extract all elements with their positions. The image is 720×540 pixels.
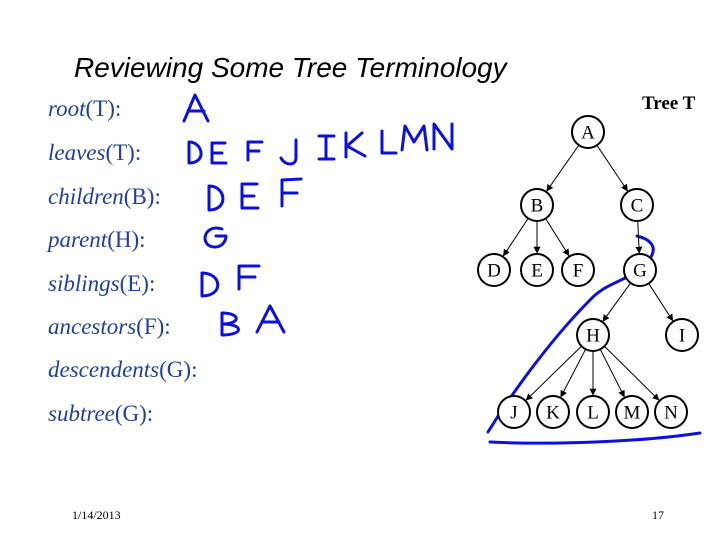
term-name: root <box>48 96 86 121</box>
term-parent: parent(H): <box>48 227 146 253</box>
term-ancestors: ancestors(F): <box>48 314 171 340</box>
tree-node-h: H <box>576 318 610 352</box>
tree-node-circle <box>654 395 688 429</box>
term-name: leaves <box>48 140 106 165</box>
ink-annotation-root <box>182 93 210 123</box>
tree-node-d: D <box>477 253 511 287</box>
term-arg: (B): <box>123 184 161 209</box>
tree-node-j: J <box>497 395 531 429</box>
tree-edge-c-g <box>635 220 643 254</box>
tree-node-b: B <box>520 188 554 222</box>
tree-edge-b-f <box>545 218 570 257</box>
tree-node-a: A <box>571 115 605 149</box>
tree-node-circle <box>576 395 610 429</box>
tree-node-circle <box>520 188 554 222</box>
tree-edge-h-m <box>599 349 625 398</box>
tree-title: Tree T <box>642 93 696 114</box>
tree-node-label: L <box>587 403 599 424</box>
term-name: descendents <box>48 357 160 382</box>
term-name: children <box>48 184 124 209</box>
tree-node-label: G <box>633 261 647 282</box>
tree-node-m: M <box>615 395 649 429</box>
ink-annotation-parent <box>203 226 228 249</box>
tree-node-label: D <box>487 261 501 282</box>
ink-annotation-ancestors <box>220 304 286 337</box>
footer-date: 1/14/2013 <box>72 508 121 522</box>
tree-node-k: K <box>536 395 570 429</box>
slide-title: Reviewing Some Tree Terminology <box>74 52 507 83</box>
term-arg: (H): <box>107 227 146 252</box>
tree-node-circle <box>477 253 511 287</box>
tree-edge-h-k <box>560 348 587 398</box>
term-name: parent <box>48 227 108 252</box>
tree-node-circle <box>576 318 610 352</box>
tree-node-c: C <box>620 188 654 222</box>
tree-node-label: E <box>531 261 543 282</box>
tree-node-circle <box>623 253 657 287</box>
tree-node-label: N <box>664 403 678 424</box>
term-siblings: siblings(E): <box>48 271 155 297</box>
term-leaves: leaves(T): <box>48 140 141 166</box>
tree-node-circle <box>665 318 699 352</box>
tree-node-f: F <box>561 253 595 287</box>
ink-annotation-leaves <box>187 122 454 166</box>
ink-annotation-children <box>207 177 303 212</box>
ink-annotation-siblings <box>200 264 261 298</box>
tree-node-label: F <box>573 261 584 282</box>
term-arg: (T): <box>105 140 142 165</box>
tree-node-label: C <box>631 196 644 217</box>
term-root: root(T): <box>48 96 121 122</box>
term-arg: (T): <box>85 96 122 121</box>
term-arg: (G): <box>159 357 198 382</box>
tree-node-circle <box>615 395 649 429</box>
term-arg: (E): <box>119 271 156 296</box>
tree-node-l: L <box>576 395 610 429</box>
tree-node-i: I <box>665 318 699 352</box>
term-name: ancestors <box>48 314 137 339</box>
tree-node-label: I <box>679 326 685 347</box>
tree-node-label: B <box>531 196 544 217</box>
tree-edge-h-n <box>604 345 660 401</box>
tree-edge-g-h <box>602 282 632 322</box>
tree-node-circle <box>536 395 570 429</box>
tree-node-label: H <box>586 326 600 347</box>
term-children: children(B): <box>48 184 161 210</box>
tree-node-n: N <box>654 395 688 429</box>
tree-node-circle <box>497 395 531 429</box>
tree-edge-h-j <box>525 345 582 401</box>
term-subtree: subtree(G): <box>48 401 153 427</box>
ink-subtree-outline <box>486 234 702 445</box>
tree-node-circle <box>571 115 605 149</box>
tree-edge-b-d <box>502 218 529 257</box>
tree-node-label: J <box>510 403 517 424</box>
term-arg: (G): <box>114 401 154 426</box>
tree-node-circle <box>561 253 595 287</box>
tree-node-e: E <box>520 253 554 287</box>
tree-node-circle <box>620 188 654 222</box>
term-name: siblings <box>48 271 120 296</box>
tree-edge-g-i <box>648 283 674 322</box>
tree-node-g: G <box>623 253 657 287</box>
tree-edge-a-b <box>546 144 580 192</box>
tree-node-label: K <box>546 403 560 424</box>
tree-edge-a-c <box>596 145 628 192</box>
tree-node-label: M <box>624 403 641 424</box>
term-name: subtree <box>48 401 115 426</box>
term-arg: (F): <box>136 314 171 339</box>
tree-node-label: A <box>581 123 595 144</box>
term-descendents: descendents(G): <box>48 357 197 383</box>
tree-node-circle <box>520 253 554 287</box>
footer-page-number: 17 <box>652 508 664 522</box>
